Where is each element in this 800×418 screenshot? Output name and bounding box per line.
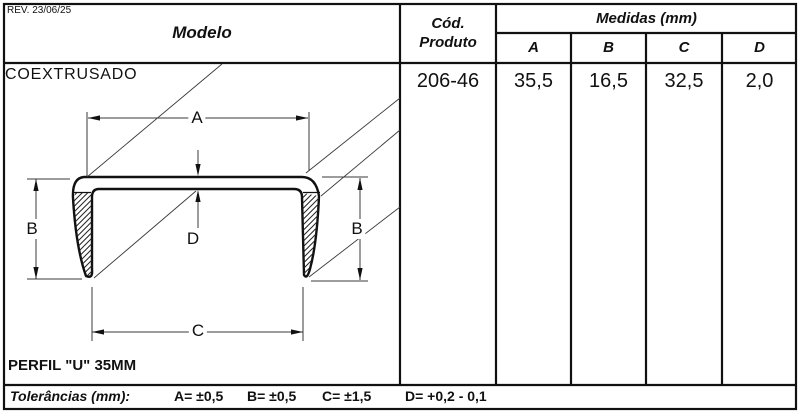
tolerance-c: C= ±1,5 (322, 388, 372, 404)
tolerance-a: A= ±0,5 (174, 388, 224, 404)
column-header-d: D (754, 39, 765, 56)
revision-label: REV. 23/06/25 (7, 5, 72, 16)
tolerance-b: B= ±0,5 (247, 388, 297, 404)
u-profile-shape (71, 175, 321, 278)
cod-produto-header: Cód. Produto (401, 4, 495, 62)
column-header-b: B (603, 39, 614, 56)
cod-line2: Produto (419, 34, 477, 51)
value-b-cell: 16,5 (589, 69, 628, 92)
dim-label-a: A (188, 108, 206, 128)
dim-label-b-right: B (348, 219, 366, 239)
medidas-header: Medidas (mm) (596, 10, 697, 27)
table-grid (2, 2, 798, 411)
dim-label-b-left: B (23, 219, 41, 239)
left-leg-hatch (74, 193, 93, 276)
column-header-a: A (528, 39, 539, 56)
dimension-arrowheads (33, 115, 363, 335)
cod-line1: Cód. (431, 15, 465, 32)
modelo-header: Modelo (172, 23, 232, 42)
column-header-c: C (678, 39, 690, 56)
value-d-cell: 2,0 (745, 69, 774, 92)
dim-label-d: D (183, 229, 203, 249)
material-label: COEXTRUSADO (5, 66, 138, 83)
dim-label-c: C (188, 321, 208, 341)
right-leg-hatch (303, 193, 319, 275)
product-code-cell: 206-46 (416, 69, 480, 92)
value-c-cell: 32,5 (664, 69, 704, 92)
profile-name-label: PERFIL "U" 35MM (8, 357, 137, 374)
value-a-cell: 35,5 (514, 69, 553, 92)
tolerances-label: Tolerâncias (mm): (10, 388, 131, 404)
leader-lines (86, 63, 401, 279)
tolerance-d: D= +0,2 - 0,1 (405, 388, 487, 404)
